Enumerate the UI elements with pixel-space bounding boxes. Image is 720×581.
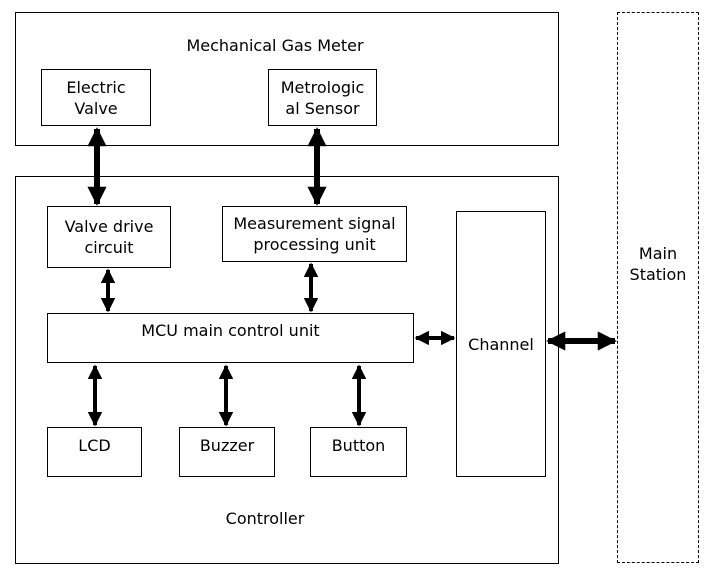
mcu-label: MCU main control unit	[141, 321, 320, 340]
channel-box: Channel	[456, 211, 546, 477]
measurement-unit-line-2: processing unit	[253, 235, 376, 254]
electric-valve-box: Electric Valve	[41, 69, 151, 126]
main-station-label: Main Station	[617, 243, 699, 285]
controller-title: Controller	[225, 509, 305, 528]
button-label: Button	[331, 436, 386, 455]
measurement-unit-line-1: Measurement signal	[233, 214, 396, 233]
lcd-label: LCD	[78, 436, 111, 455]
buzzer-label: Buzzer	[199, 436, 255, 455]
mechanical-gas-meter-title: Mechanical Gas Meter	[186, 36, 364, 55]
channel-label: Channel	[468, 334, 534, 354]
metrological-sensor-box: Metrologic al Sensor	[268, 69, 377, 126]
lcd-box: LCD	[47, 427, 142, 477]
main-station-box	[617, 12, 699, 563]
buzzer-box: Buzzer	[179, 427, 275, 477]
electric-valve-line-1: Electric	[66, 77, 126, 97]
mcu-main-control-unit-box: MCU main control unit	[47, 313, 414, 363]
valve-drive-line-2: circuit	[84, 238, 134, 257]
mechanical-gas-meter-container	[15, 12, 559, 146]
button-box: Button	[310, 427, 407, 477]
metrological-sensor-line-1: Metrologic	[280, 77, 365, 97]
metrological-sensor-line-2: al Sensor	[285, 98, 360, 118]
valve-drive-line-1: Valve drive	[64, 217, 154, 236]
main-station-line-1: Main	[638, 244, 678, 263]
electric-valve-line-2: Valve	[74, 98, 118, 118]
valve-drive-circuit-box: Valve drive circuit	[47, 206, 171, 268]
controller-container	[15, 176, 559, 564]
main-station-line-2: Station	[629, 265, 687, 284]
measurement-signal-processing-box: Measurement signal processing unit	[222, 206, 407, 262]
